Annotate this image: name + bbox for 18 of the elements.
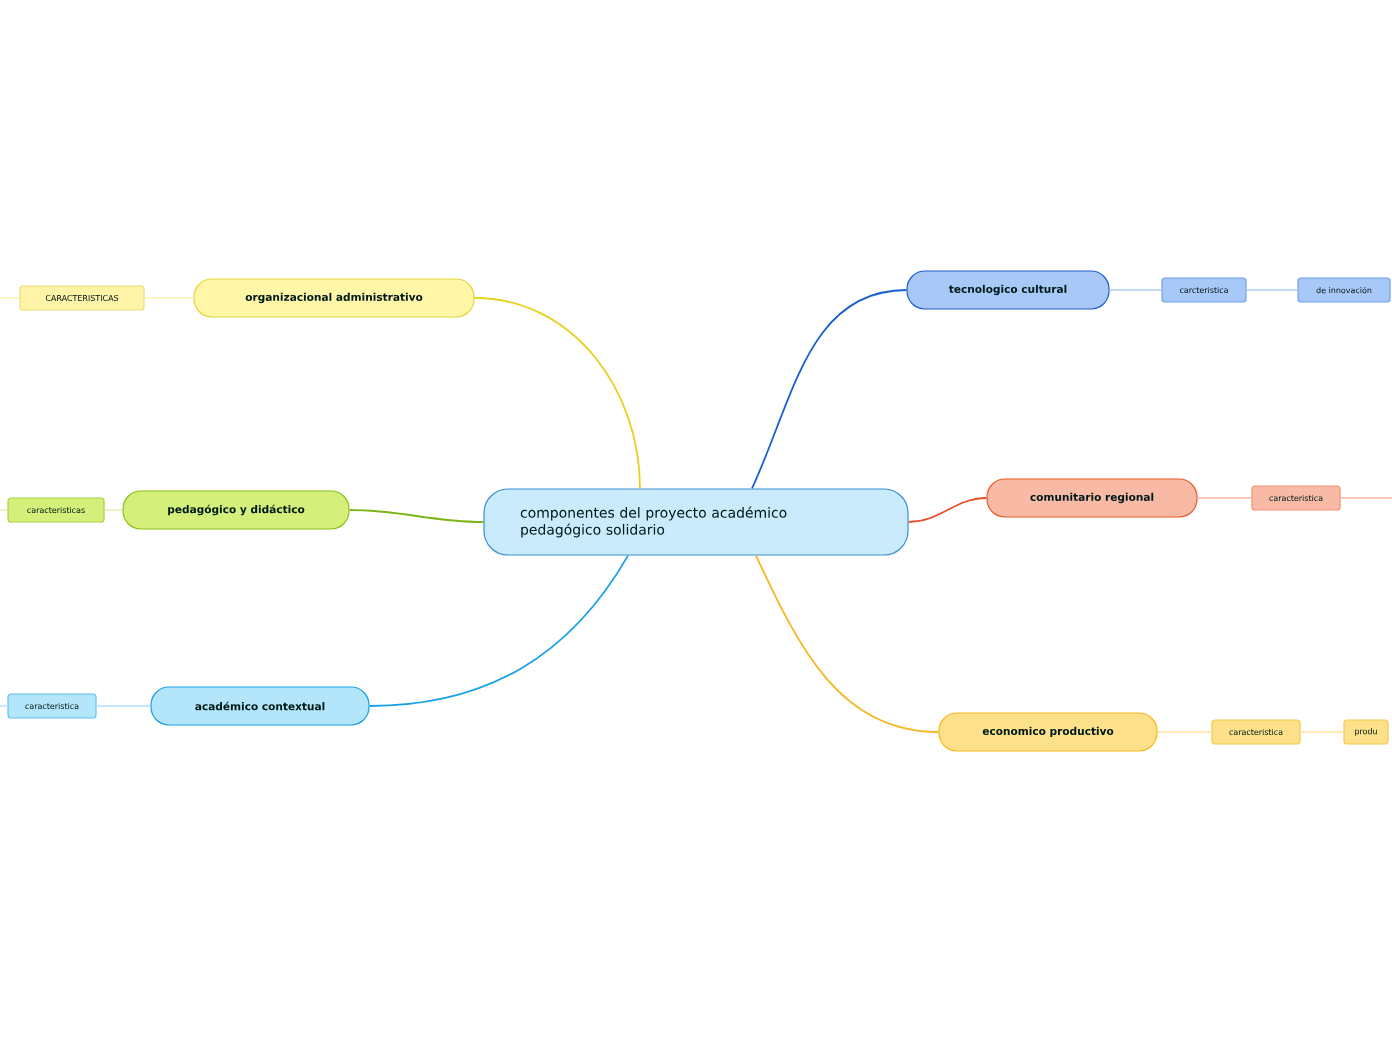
connector-line [755,554,940,733]
connector-line [103,509,124,511]
connector-line [1339,497,1392,499]
connector-line [95,705,152,707]
connector-line [0,509,9,511]
connector-line [0,705,9,707]
connector-line [473,297,641,490]
connector-line [1196,497,1253,499]
connector-line [1299,731,1345,733]
connector-line [751,289,908,490]
connector-line [907,497,988,523]
connector-line [0,297,21,299]
connector-line [348,509,485,523]
connector-line [1108,289,1163,291]
connector-line [368,554,629,707]
connector-line [143,297,195,299]
connector-line [1156,731,1213,733]
connector-line [1245,289,1299,291]
